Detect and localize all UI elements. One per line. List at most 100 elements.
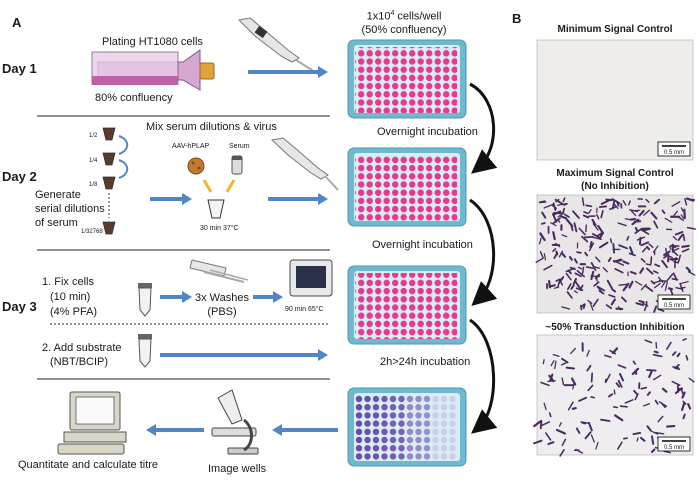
oven-icon — [289, 259, 333, 297]
stained-cell — [626, 235, 630, 241]
mix-label: Mix serum dilutions & virus — [146, 121, 277, 133]
stained-cell — [593, 281, 600, 287]
dilution-tube-icon — [102, 127, 129, 235]
stained-cell — [672, 272, 678, 281]
stained-cell — [555, 428, 566, 435]
well — [440, 445, 448, 452]
stained-cell — [684, 198, 688, 206]
well — [449, 445, 456, 452]
stained-cell — [609, 349, 617, 355]
well — [355, 436, 363, 444]
well — [364, 412, 371, 419]
scale-label-max: 0.5 mm — [664, 303, 685, 309]
stained-cell — [552, 353, 560, 357]
substrate-line1: 2. Add substrate — [42, 342, 122, 354]
stained-cell — [592, 298, 599, 308]
stained-cell — [551, 205, 558, 209]
quantitate-label: Quantitate and calculate titre — [18, 459, 159, 471]
stained-cell — [561, 234, 568, 238]
stained-cell — [590, 275, 600, 278]
stained-cell — [613, 203, 619, 210]
well — [449, 453, 456, 460]
stained-cell — [629, 218, 637, 221]
stained-cell — [671, 257, 678, 262]
stained-cell — [672, 235, 678, 241]
stained-cell — [598, 205, 607, 208]
stained-cell — [590, 434, 595, 443]
micrograph-minimum — [536, 39, 694, 161]
stained-cell — [652, 353, 663, 358]
stained-cell — [563, 203, 569, 206]
stained-cell — [598, 241, 609, 249]
stained-cell — [648, 369, 653, 379]
stained-cell — [578, 227, 586, 236]
well — [364, 428, 371, 435]
well-plate-icon — [347, 387, 467, 467]
stained-cell — [571, 406, 577, 410]
stained-cell — [654, 399, 659, 405]
stained-cell — [560, 281, 564, 286]
generate-line3: of serum — [35, 217, 78, 229]
arrow-wash-to-oven — [253, 291, 283, 303]
stained-cell — [573, 290, 578, 294]
well — [415, 395, 422, 403]
stained-cell — [596, 286, 604, 295]
well — [423, 412, 431, 419]
stained-cell — [582, 214, 590, 219]
stained-cell — [596, 213, 600, 220]
well — [364, 436, 371, 444]
stained-cell — [631, 210, 637, 217]
stained-cell — [540, 381, 550, 387]
stained-cell — [552, 247, 557, 252]
stained-cell — [567, 401, 574, 411]
stained-cell — [611, 200, 616, 210]
stained-cell — [595, 441, 599, 450]
fix-line1: 1. Fix cells — [42, 276, 94, 288]
stained-cell — [663, 450, 672, 454]
well — [381, 412, 388, 419]
stained-cell — [543, 203, 554, 209]
stained-cell — [650, 211, 658, 220]
stained-cell — [644, 339, 653, 344]
stained-cell — [650, 256, 653, 265]
stained-cell — [634, 393, 639, 401]
stained-cell — [581, 421, 587, 425]
well — [423, 420, 431, 427]
arrow-plate-to-microscope — [272, 424, 338, 436]
stained-cell — [541, 211, 547, 219]
well-plate-icon — [347, 39, 467, 119]
stained-cell — [605, 373, 611, 383]
stained-cell — [542, 359, 545, 365]
stained-cell — [589, 240, 593, 249]
well — [398, 428, 405, 435]
stained-cell — [575, 287, 583, 292]
well — [415, 412, 422, 419]
well — [423, 453, 431, 460]
stained-cell — [584, 431, 592, 440]
stained-cell — [642, 403, 651, 407]
well — [398, 420, 405, 427]
well — [406, 428, 414, 435]
stained-cell — [604, 354, 612, 358]
well — [398, 445, 405, 452]
well — [406, 453, 414, 460]
stained-cell — [650, 448, 656, 453]
well — [440, 420, 448, 427]
stained-cell — [654, 263, 661, 268]
stained-cell — [574, 272, 582, 278]
stained-cell — [581, 266, 585, 274]
stained-cell — [653, 374, 662, 381]
well-plate-icon — [347, 147, 467, 227]
well — [398, 412, 405, 419]
well — [372, 404, 380, 411]
stained-cell — [566, 291, 573, 299]
stained-cell — [680, 280, 689, 285]
stained-cell — [533, 439, 543, 445]
well — [440, 436, 448, 444]
stained-cell — [568, 256, 573, 261]
well — [372, 412, 380, 419]
stained-cell — [600, 418, 611, 422]
stained-cell — [671, 201, 681, 207]
stained-cell — [548, 412, 552, 418]
well — [355, 412, 363, 419]
